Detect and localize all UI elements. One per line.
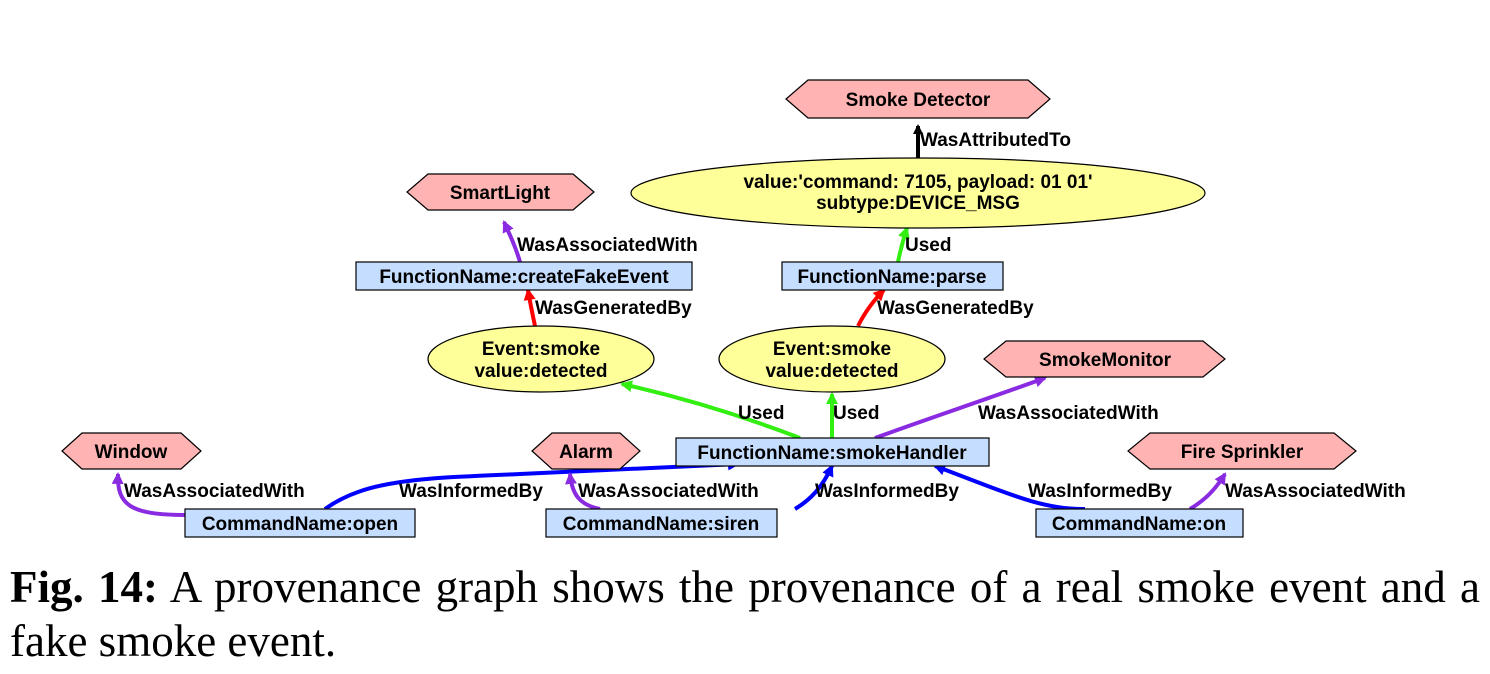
nodes: Smoke Detector value:'command: 7105, pay…: [61, 79, 1357, 538]
agent-label: SmartLight: [450, 183, 551, 204]
caption-text: A provenance graph shows the provenance …: [10, 562, 1480, 666]
agent-node-smartlight: SmartLight: [406, 173, 595, 211]
entity-node-event-smoke-right: Event:smoke value:detected: [718, 325, 946, 393]
activity-node-parse: FunctionName:parse: [781, 261, 1004, 291]
agent-node-window: Window: [61, 432, 202, 470]
label-used-left: Used: [738, 403, 784, 424]
activity-node-cmd-siren: CommandName:siren: [545, 508, 778, 538]
edge-informed-open: [323, 458, 740, 511]
activity-label: FunctionName:parse: [798, 267, 987, 288]
label-assoc-smartlight: WasAssociatedWith: [517, 235, 698, 256]
entity-event-label: Event:smoke: [482, 339, 600, 360]
edges: [111, 124, 1227, 517]
edge-labels: WasAttributedTo Used WasAssociatedWith W…: [124, 130, 1406, 502]
label-informed-on: WasInformedBy: [1028, 481, 1172, 502]
activity-node-create-fake-event: FunctionName:createFakeEvent: [355, 261, 693, 291]
agent-label: Alarm: [559, 442, 613, 463]
activity-node-cmd-open: CommandName:open: [184, 508, 416, 538]
agent-label: Smoke Detector: [846, 90, 991, 111]
label-used-right: Used: [833, 403, 879, 424]
entity-value-label: value:'command: 7105, payload: 01 01': [743, 172, 1092, 193]
entity-value-label: value:detected: [765, 361, 898, 382]
edge-assoc-smartlight: [502, 220, 522, 263]
agent-node-alarm: Alarm: [531, 432, 641, 470]
activity-label: CommandName:on: [1052, 514, 1226, 535]
label-assoc-alarm: WasAssociatedWith: [578, 481, 759, 502]
entity-subtype-label: subtype:DEVICE_MSG: [816, 193, 1020, 214]
label-informed-open: WasInformedBy: [399, 481, 543, 502]
edge-used-left: [620, 380, 801, 440]
activity-label: CommandName:siren: [563, 514, 759, 535]
label-used-parse: Used: [905, 235, 951, 256]
edge-assoc-window: [111, 472, 187, 517]
agent-node-smoke-detector: Smoke Detector: [785, 79, 1051, 119]
activity-label: CommandName:open: [202, 514, 398, 535]
label-generated-right: WasGeneratedBy: [877, 298, 1034, 319]
agent-node-fire-sprinkler: Fire Sprinkler: [1127, 432, 1357, 470]
edge-assoc-fire-sprinkler: [1188, 472, 1227, 511]
label-assoc-smokemonitor: WasAssociatedWith: [978, 403, 1159, 424]
agent-node-smokemonitor: SmokeMonitor: [983, 340, 1226, 378]
label-assoc-fire-sprinkler: WasAssociatedWith: [1225, 481, 1406, 502]
edge-informed-siren: [793, 464, 834, 511]
activity-node-cmd-on: CommandName:on: [1035, 508, 1244, 538]
agent-label: Fire Sprinkler: [1181, 442, 1304, 463]
edge-assoc-alarm: [564, 472, 601, 511]
provenance-graph: WasAttributedTo Used WasAssociatedWith W…: [61, 79, 1406, 538]
entity-value-label: value:detected: [474, 361, 607, 382]
label-informed-siren: WasInformedBy: [815, 481, 959, 502]
label-assoc-window: WasAssociatedWith: [124, 481, 305, 502]
figure-number: Fig. 14:: [10, 562, 158, 612]
agent-label: SmokeMonitor: [1039, 350, 1172, 371]
label-was-attributed-to: WasAttributedTo: [920, 130, 1071, 151]
agent-label: Window: [95, 442, 168, 463]
edge-used-parse: [896, 226, 910, 263]
figure-caption: Fig. 14: A provenance graph shows the pr…: [10, 560, 1480, 668]
edge-assoc-smokemonitor: [874, 375, 1047, 440]
label-generated-left: WasGeneratedBy: [535, 298, 692, 319]
activity-label: FunctionName:smokeHandler: [697, 443, 967, 464]
edge-generated-left: [523, 288, 537, 327]
activity-label: FunctionName:createFakeEvent: [379, 267, 669, 288]
entity-node-event-smoke-left: Event:smoke value:detected: [427, 325, 655, 393]
entity-event-label: Event:smoke: [773, 339, 891, 360]
activity-node-smoke-handler: FunctionName:smokeHandler: [675, 437, 990, 467]
edge-generated-right: [856, 288, 886, 327]
entity-node-device-msg: value:'command: 7105, payload: 01 01' su…: [630, 157, 1206, 229]
